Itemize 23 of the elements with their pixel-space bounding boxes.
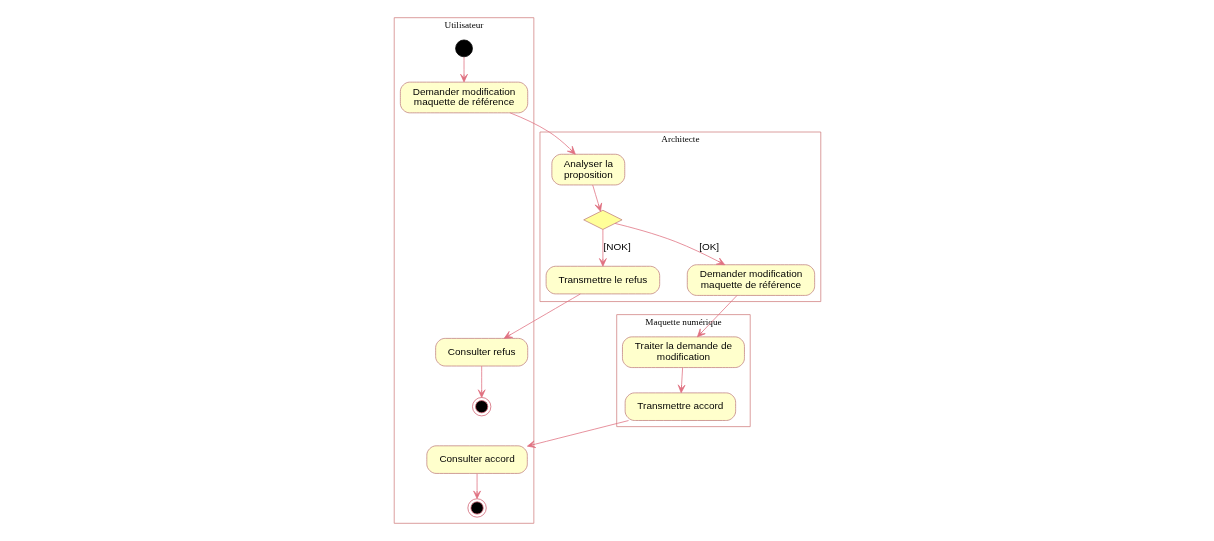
node-box: Consulter refus: [434, 338, 528, 367]
node-circle: [454, 39, 473, 58]
edge-label: [OK]: [698, 240, 719, 252]
node-box: Transmettre le refus: [545, 265, 660, 295]
node-box: Analyser la proposition: [551, 153, 625, 186]
arrow: [591, 184, 602, 212]
node-box: Demander modification maquette de référence: [686, 264, 815, 296]
arrow: [614, 223, 725, 266]
edge-label: [NOK]: [603, 240, 631, 252]
arrow: [459, 56, 468, 83]
arrow: [503, 293, 581, 339]
node-box: Transmettre accord: [624, 392, 736, 421]
arrow: [477, 365, 485, 398]
node-box: Traiter la demande de modification: [621, 336, 745, 368]
arrow: [598, 229, 607, 267]
node-diamond: [582, 209, 622, 230]
node-box: Consulter accord: [425, 445, 528, 474]
arrow: [696, 295, 737, 338]
arrow: [677, 367, 685, 394]
arrow: [526, 420, 629, 448]
arrow: [472, 473, 481, 499]
arrow: [509, 112, 576, 155]
node-box: Demander modification maquette de référence: [399, 81, 528, 114]
